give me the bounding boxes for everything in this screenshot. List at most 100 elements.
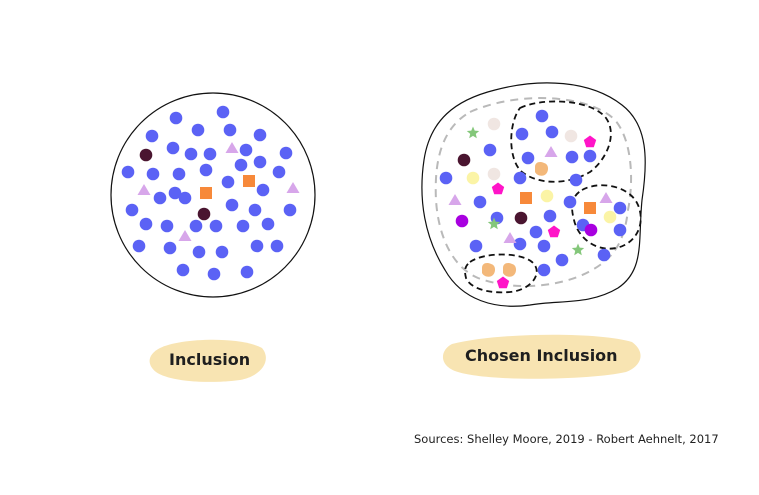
pentagon-shape xyxy=(547,225,561,238)
blue-dot xyxy=(563,195,577,209)
subgroup-boundary-right xyxy=(571,184,642,250)
blue-dot xyxy=(583,149,597,163)
blue-dot xyxy=(521,151,535,165)
blue-dot xyxy=(132,239,146,253)
blue-dot xyxy=(569,173,583,187)
blue-dot xyxy=(543,209,557,223)
blue-dot xyxy=(199,163,213,177)
blue-dot xyxy=(240,265,254,279)
blue-dot xyxy=(537,263,551,277)
chosen-inclusion-label-blob xyxy=(442,334,641,379)
blue-dot xyxy=(125,203,139,217)
triangle-shape xyxy=(286,182,300,193)
inclusion-label: Inclusion xyxy=(169,350,251,369)
blue-dot xyxy=(207,267,221,281)
blue-dot xyxy=(166,141,180,155)
maroon-dot xyxy=(514,211,528,225)
blue-dot xyxy=(535,109,549,123)
pentagon-shape xyxy=(496,276,510,289)
blue-dot xyxy=(216,105,230,119)
blue-dot xyxy=(153,191,167,205)
blue-dot xyxy=(189,219,203,233)
blue-dot xyxy=(192,245,206,259)
organic-shape xyxy=(503,263,517,277)
blue-dot xyxy=(250,239,264,253)
pentagon-shape xyxy=(491,182,505,195)
sources-credit: Sources: Shelley Moore, 2019 - Robert Ae… xyxy=(414,432,719,446)
chosen-inclusion-student-shapes xyxy=(439,109,627,289)
blue-dot xyxy=(163,241,177,255)
blue-dot xyxy=(256,183,270,197)
blue-dot xyxy=(515,127,529,141)
blue-dot xyxy=(469,239,483,253)
blue-dot xyxy=(145,129,159,143)
blue-dot xyxy=(261,217,275,231)
blue-dot xyxy=(253,128,267,142)
blue-dot xyxy=(513,171,527,185)
square-shape xyxy=(200,187,212,199)
blue-dot xyxy=(209,219,223,233)
yellow-dot xyxy=(466,171,480,185)
blue-dot xyxy=(221,175,235,189)
school-dashed-boundary xyxy=(434,97,633,288)
blue-dot xyxy=(613,201,627,215)
square-shape xyxy=(584,202,596,214)
blue-dot xyxy=(172,167,186,181)
blue-dot xyxy=(191,123,205,137)
triangle-shape xyxy=(503,232,517,243)
subgroup-boundary-bottom xyxy=(464,253,538,294)
blue-dot xyxy=(178,191,192,205)
pentagon-shape xyxy=(583,135,597,148)
blue-dot xyxy=(565,150,579,164)
subgroup-boundary-top xyxy=(510,100,612,183)
blue-dot xyxy=(529,225,543,239)
blue-dot xyxy=(248,203,262,217)
square-shape xyxy=(243,175,255,187)
blue-dot xyxy=(215,245,229,259)
blue-dot xyxy=(121,165,135,179)
maroon-dot xyxy=(197,207,211,221)
chosen-inclusion-label: Chosen Inclusion xyxy=(465,346,618,365)
inclusion-label-blob xyxy=(149,339,266,382)
organic-shape xyxy=(482,263,496,277)
blue-dot xyxy=(160,219,174,233)
star-shape xyxy=(487,217,501,230)
organic-shape xyxy=(535,162,549,176)
blue-dot xyxy=(513,237,527,251)
purple-dot xyxy=(584,223,598,237)
triangle-shape xyxy=(448,194,462,205)
blue-dot xyxy=(537,239,551,253)
star-shape xyxy=(466,126,480,139)
square-shape xyxy=(520,192,532,204)
maroon-dot xyxy=(457,153,471,167)
blue-dot xyxy=(555,253,569,267)
blue-dot xyxy=(239,143,253,157)
inclusion-student-shapes xyxy=(121,105,300,281)
inclusion-circle xyxy=(110,92,316,298)
yellow-dot xyxy=(540,189,554,203)
purple-dot xyxy=(455,214,469,228)
cream-dot xyxy=(487,167,501,181)
blue-dot xyxy=(253,155,267,169)
blue-dot xyxy=(169,111,183,125)
blue-dot xyxy=(225,198,239,212)
blue-dot xyxy=(545,125,559,139)
blue-dot xyxy=(597,248,611,262)
yellow-dot xyxy=(603,210,617,224)
blue-dot xyxy=(176,263,190,277)
blue-dot xyxy=(234,158,248,172)
cream-dot xyxy=(487,117,501,131)
blue-dot xyxy=(203,147,217,161)
blue-dot xyxy=(279,146,293,160)
blue-dot xyxy=(223,123,237,137)
blue-dot xyxy=(473,195,487,209)
triangle-shape xyxy=(544,146,558,157)
cream-dot xyxy=(564,129,578,143)
blue-dot xyxy=(236,219,250,233)
triangle-shape xyxy=(599,192,613,203)
blue-dot xyxy=(613,223,627,237)
maroon-dot xyxy=(139,148,153,162)
blue-dot xyxy=(483,143,497,157)
blue-dot xyxy=(139,217,153,231)
